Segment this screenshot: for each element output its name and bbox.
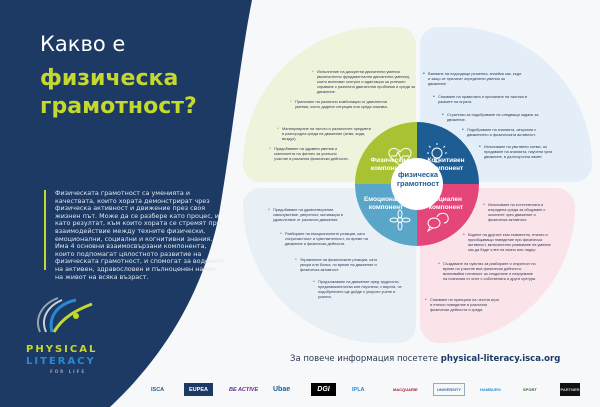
brand-line-3: FOR LIFE	[50, 369, 87, 374]
partner-logo: Ubae	[273, 386, 291, 393]
brand-line-2: LITERACY	[26, 356, 96, 367]
brand-logo-swoosh	[37, 297, 93, 333]
lightbulb-icon	[427, 143, 447, 163]
cognitive-item: Стратегии за подобряване на следващи зад…	[442, 112, 542, 123]
speech-bubbles-icon	[426, 212, 449, 233]
social-item: Създаване на чувство за разбиране и откр…	[438, 261, 538, 282]
partner-logo: EUPEA	[184, 383, 213, 396]
partner-logo: DGI	[311, 383, 336, 396]
social-item: Водене на другите към съвместно, етично …	[463, 232, 551, 253]
partner-logo: ISCA	[151, 386, 165, 393]
cognitive-item: Спазване на правилата и прилагане на так…	[433, 94, 533, 105]
social-item: Използване на естествената и изградена с…	[483, 202, 555, 223]
accent-line	[44, 190, 46, 270]
partner-logo: MACQUARIE	[393, 387, 418, 392]
partner-logo: UNIVERSITY	[433, 383, 466, 396]
social-item: Спазване на принципи на честна игра и ет…	[425, 297, 501, 313]
title-line-3: грамотност?	[40, 94, 197, 119]
partner-logo: IPLA	[352, 386, 365, 393]
title-line-2: физическа	[40, 66, 179, 91]
emotional-item: Разбиране на емоционалните реакции, като…	[280, 231, 377, 247]
intro-paragraph: Физическата грамотност са уменията и кач…	[55, 189, 225, 281]
physical-item: Манипулиране на тялото и различните пред…	[277, 126, 372, 142]
partner-logo: SPORT	[523, 387, 537, 392]
partner-logo: HAMBURG	[480, 387, 501, 392]
cognitive-item: Подобряване на знанията, свързани с движ…	[462, 127, 552, 138]
emotional-item: Придобиване на удовлетворение, самочувст…	[268, 207, 353, 223]
components-wheel	[355, 122, 479, 246]
footer-text: За повече информация посетете	[290, 354, 439, 364]
cognitive-item: Вземане на подходящи решения, знаейки ка…	[423, 71, 523, 87]
website-link[interactable]: physical-literacy.isca.org	[440, 354, 561, 364]
partner-logo: BE ACTIVE	[229, 386, 259, 393]
cognitive-item: Използване на умствени схеми, за предава…	[479, 144, 557, 160]
title-line-1: Какво е	[40, 32, 126, 56]
emotional-item: Управление на физическите реакции, като …	[295, 257, 387, 273]
partner-logo: PARTNER	[560, 383, 580, 396]
brand-line-1: PHYSICAL	[26, 344, 98, 355]
heart-pulse-icon	[388, 147, 412, 166]
physical-item: Прилагане на различни комбинации от двиг…	[290, 99, 395, 110]
center-circle	[391, 158, 443, 210]
flower-icon	[389, 209, 411, 231]
physical-item: Изпълнение на дискретни двигателни умени…	[312, 69, 417, 95]
footer-info: За повече информация посетете physical-l…	[290, 354, 560, 364]
emotional-item: Продължаване на движение пред трудности,…	[313, 279, 403, 300]
physical-item: Придобиване на здравни умения и компонен…	[269, 146, 351, 162]
